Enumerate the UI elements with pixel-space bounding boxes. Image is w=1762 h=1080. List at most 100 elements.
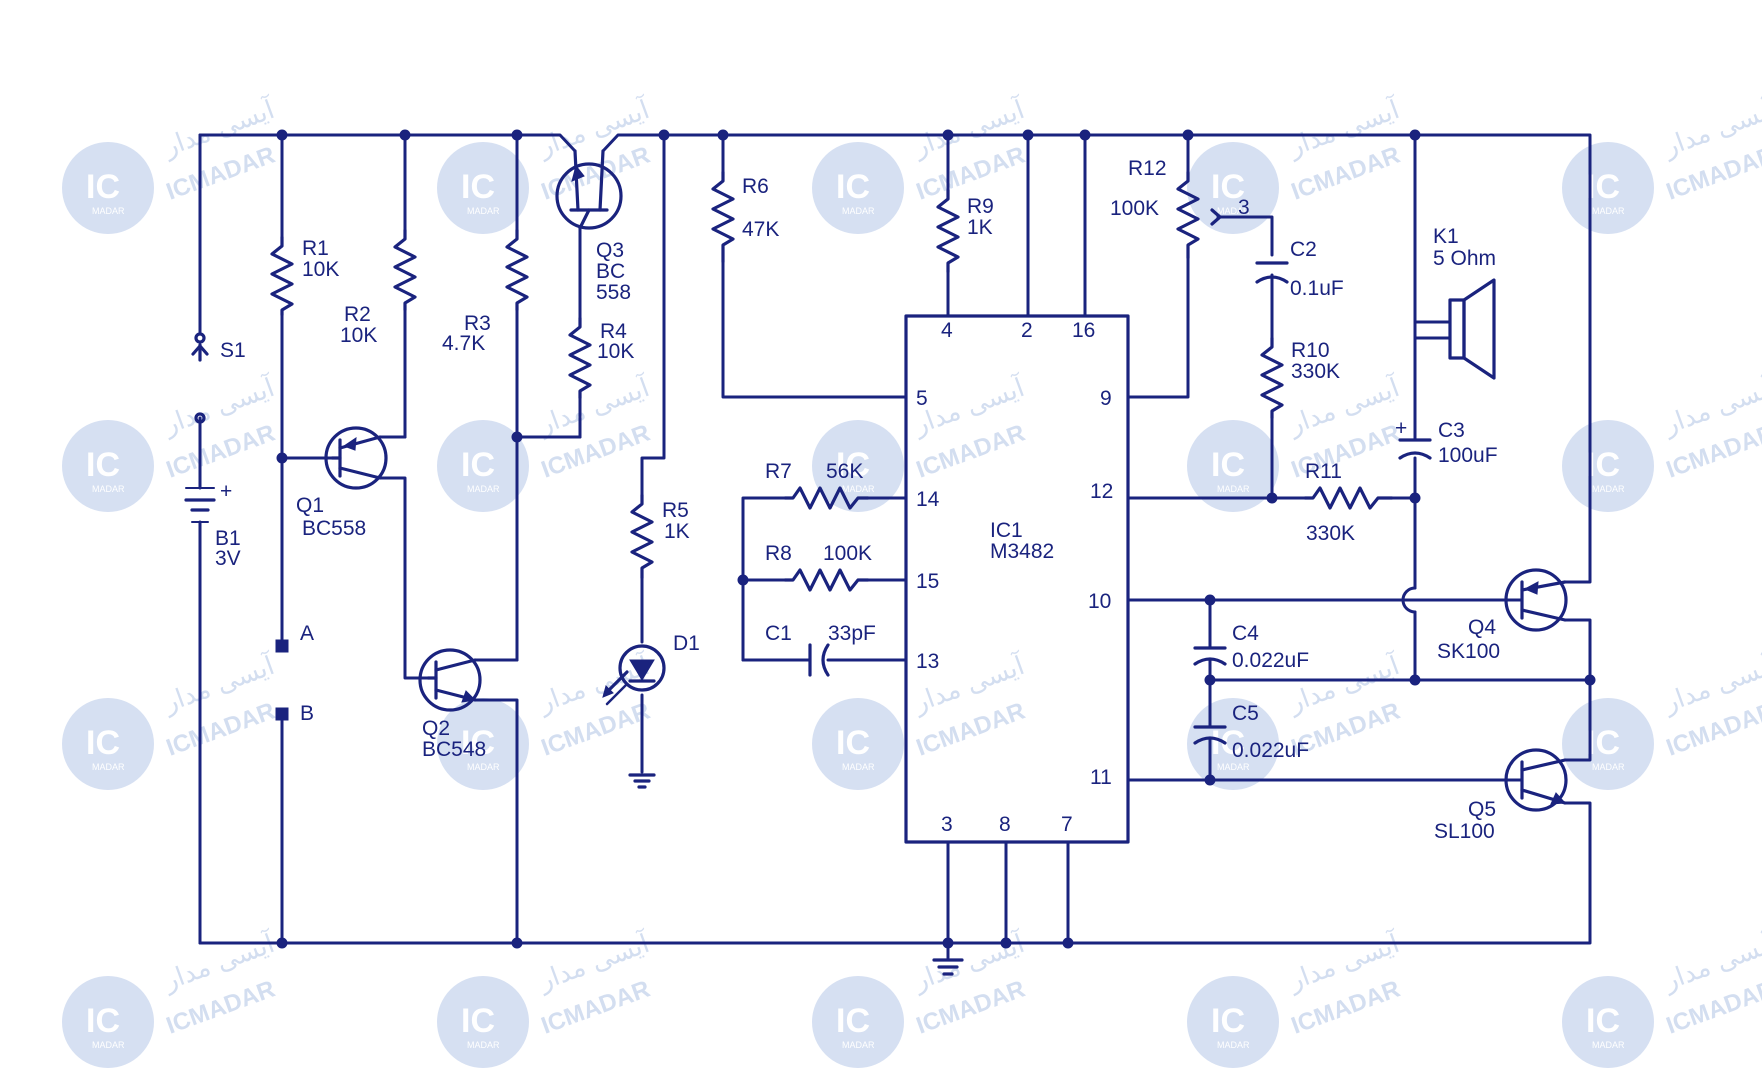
- watermark-badge-icon: [1562, 142, 1654, 234]
- c3-polarity: +: [1395, 417, 1407, 440]
- q3-value-line1: BC: [596, 260, 625, 283]
- r4-ref: R4: [600, 320, 627, 343]
- top-rail: [198, 133, 577, 153]
- b1-polarity: +: [220, 480, 232, 503]
- k1-value: 5 Ohm: [1433, 247, 1496, 270]
- ic1-pin-16: 16: [1072, 319, 1095, 342]
- q4-ref: Q4: [1468, 616, 1496, 639]
- watermark-badge-main: IC: [836, 1002, 870, 1040]
- r5-ref: R5: [662, 499, 689, 522]
- ground-main: [932, 958, 964, 976]
- watermark-badge-sub: MADAR: [1592, 1040, 1625, 1050]
- watermark-badge-sub: MADAR: [1592, 484, 1625, 494]
- r9-value: 1K: [967, 216, 993, 239]
- capacitor-c5: C5 0.022uF: [1193, 702, 1309, 762]
- b1-value: 3V: [215, 547, 241, 570]
- q3-value-line2: 558: [596, 281, 631, 304]
- resistor-r6: R6 47K: [711, 170, 779, 264]
- q5-value: SL100: [1434, 820, 1495, 843]
- ic1-pin-10: 10: [1088, 590, 1111, 613]
- q5-ref: Q5: [1468, 798, 1496, 821]
- watermark-badge-icon: [1187, 420, 1279, 512]
- resistor-r5: R5 1K: [630, 493, 690, 580]
- r8-value: 100K: [823, 542, 872, 565]
- watermark-badge-sub: MADAR: [467, 762, 500, 772]
- watermark-badge-sub: MADAR: [92, 484, 125, 494]
- watermark-badge-icon: [62, 976, 154, 1068]
- watermark-badge-main: IC: [1586, 446, 1620, 484]
- speaker-k1: K1 5 Ohm: [1433, 225, 1496, 380]
- ground-d1: [628, 773, 656, 789]
- d1-ref: D1: [673, 632, 700, 655]
- r1-value: 10K: [302, 258, 339, 281]
- watermark-badge-main: IC: [461, 724, 495, 762]
- r12-wiper-pin: 3: [1238, 196, 1250, 219]
- watermark-badge-sub: MADAR: [1217, 206, 1250, 216]
- led-d1: D1: [602, 632, 700, 706]
- watermark-badge-icon: [812, 698, 904, 790]
- watermark-badge-main: IC: [461, 446, 495, 484]
- r6-ref: R6: [742, 175, 769, 198]
- resistor-r10: R10 330K: [1260, 336, 1340, 420]
- transistor-q5: Q5 SL100: [1434, 748, 1568, 843]
- c2-value: 0.1uF: [1290, 277, 1344, 300]
- q1-ref: Q1: [296, 494, 324, 517]
- watermark-badge-sub: MADAR: [842, 484, 875, 494]
- resistor-r9: R9 1K: [936, 188, 994, 274]
- watermark-badge-sub: MADAR: [467, 206, 500, 216]
- r2-value: 10K: [340, 324, 377, 347]
- watermark-badge-icon: [62, 420, 154, 512]
- watermark-badge-sub: MADAR: [1592, 206, 1625, 216]
- potentiometer-r12: R12 100K 3: [1110, 157, 1250, 260]
- watermark-badge-main: IC: [461, 168, 495, 206]
- r9-ref: R9: [967, 195, 994, 218]
- watermark-badge-main: IC: [836, 168, 870, 206]
- watermark-badge-icon: [437, 420, 529, 512]
- watermark-badge-icon: [1187, 976, 1279, 1068]
- resistor-r4: R4 10K: [568, 316, 634, 400]
- q4-value: SK100: [1437, 640, 1500, 663]
- watermark-badge-main: IC: [836, 724, 870, 762]
- capacitor-c4: C4 0.022uF: [1193, 622, 1309, 672]
- ic1-pin-3: 3: [941, 813, 953, 836]
- r3-ref: R3: [464, 312, 491, 335]
- battery-b1: + B1 3V: [184, 480, 241, 570]
- capacitor-c2: C2 0.1uF: [1255, 238, 1344, 300]
- c2-ref: C2: [1290, 238, 1317, 261]
- watermark-badge-icon: [437, 142, 529, 234]
- watermark-badge-icon: [812, 976, 904, 1068]
- watermark-badge-main: IC: [1211, 1002, 1245, 1040]
- r8-ref: R8: [765, 542, 792, 565]
- q2-ref: Q2: [422, 717, 450, 740]
- k1-ref: K1: [1433, 225, 1459, 248]
- watermark-badge-main: IC: [1586, 168, 1620, 206]
- watermark-badge-main: IC: [1211, 168, 1245, 206]
- ic1-pin-8: 8: [999, 813, 1011, 836]
- junctions: [276, 129, 1596, 949]
- terminal-b: B: [275, 702, 314, 725]
- c3-ref: C3: [1438, 419, 1465, 442]
- watermark-badge-main: IC: [86, 1002, 120, 1040]
- ic1-pin-7: 7: [1061, 813, 1073, 836]
- terminal-b-label: B: [300, 702, 314, 725]
- r7-ref: R7: [765, 460, 792, 483]
- switch-s1: S1: [191, 332, 246, 424]
- resistor-r1: R1 10K: [270, 235, 339, 317]
- watermark-badge-icon: [812, 420, 904, 512]
- r4-value: 10K: [597, 340, 634, 363]
- s1-ref: S1: [220, 339, 246, 362]
- terminal-a: A: [275, 622, 314, 653]
- q2-value: BC548: [422, 738, 486, 761]
- top-rail-right: [601, 133, 1592, 584]
- watermark-badge-sub: MADAR: [467, 484, 500, 494]
- watermark-badge-sub: MADAR: [842, 206, 875, 216]
- watermark-badge-main: IC: [1586, 724, 1620, 762]
